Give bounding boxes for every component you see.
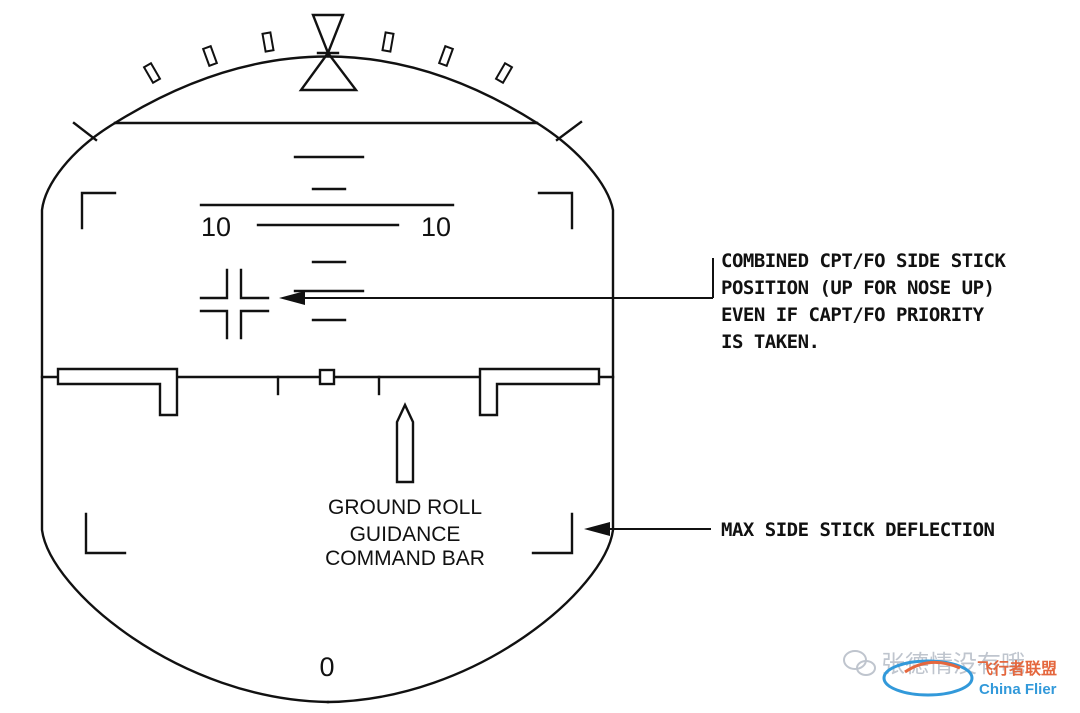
- callout-stick-position-line-2: POSITION (UP FOR NOSE UP): [721, 277, 994, 299]
- horizon-and-aircraft-symbol: [40, 367, 615, 417]
- roll-tick-left-30: [142, 61, 162, 85]
- watermark: 张德情没有哦 飞行者联盟 China Flier: [843, 650, 1057, 698]
- roll-index-triangles-icon: [298, 13, 359, 92]
- bracket-top-right: [537, 191, 574, 230]
- roll-tick-right-30: [494, 61, 514, 85]
- callout-max-deflection-text: MAX SIDE STICK DEFLECTION: [721, 519, 995, 541]
- pitch-scale: 10 10: [199, 155, 455, 322]
- watermark-brand-en: China Flier: [979, 681, 1057, 698]
- bracket-bottom-left: [84, 512, 127, 555]
- roll-tick-left-10: [261, 31, 275, 53]
- attitude-sphere: [40, 55, 615, 704]
- roll-scale: [72, 13, 583, 142]
- ground-roll-label-line-2: GUIDANCE: [350, 523, 461, 546]
- ground-roll-label-line-3: COMMAND BAR: [325, 547, 485, 570]
- roll-tick-left-45: [72, 121, 98, 142]
- ground-roll-label-line-1: GROUND ROLL: [328, 496, 482, 519]
- roll-tick-right-20: [437, 44, 455, 68]
- sphere-right-outline: [326, 121, 615, 704]
- aircraft-right-wing: [478, 367, 601, 417]
- roll-tick-right-45: [555, 120, 583, 142]
- sphere-upper-arc: [113, 55, 539, 125]
- callout-max-deflection: MAX SIDE STICK DEFLECTION: [584, 519, 995, 541]
- max-deflection-brackets: [80, 191, 574, 555]
- arrow-head-icon: [584, 522, 610, 536]
- aircraft-center-square: [318, 368, 336, 386]
- arrow-head-icon: [279, 291, 305, 305]
- side-stick-position-cross-icon: [199, 268, 270, 340]
- bracket-bottom-right: [531, 512, 574, 555]
- callout-stick-position: COMBINED CPT/FO SIDE STICK POSITION (UP …: [279, 250, 1007, 353]
- wechat-icon: [843, 650, 876, 676]
- pitch-label-left-10: 10: [201, 212, 231, 242]
- china-flier-logo-icon: [882, 659, 974, 697]
- bottom-scale-label: 0: [319, 652, 334, 682]
- aircraft-left-wing: [56, 367, 179, 417]
- sphere-left-outline: [40, 121, 330, 704]
- pitch-label-right-10: 10: [421, 212, 451, 242]
- roll-tick-right-10: [381, 31, 395, 53]
- callout-stick-position-line-1: COMBINED CPT/FO SIDE STICK: [721, 250, 1006, 272]
- callout-stick-position-line-4: IS TAKEN.: [721, 331, 819, 353]
- command-bar-icon: [395, 402, 415, 484]
- roll-tick-left-20: [201, 44, 219, 68]
- watermark-brand-cn: 飞行者联盟: [977, 659, 1057, 678]
- callout-stick-position-line-3: EVEN IF CAPT/FO PRIORITY: [721, 304, 985, 326]
- bracket-top-left: [80, 191, 117, 230]
- ground-roll-guidance-bar: GROUND ROLL GUIDANCE COMMAND BAR: [325, 402, 485, 570]
